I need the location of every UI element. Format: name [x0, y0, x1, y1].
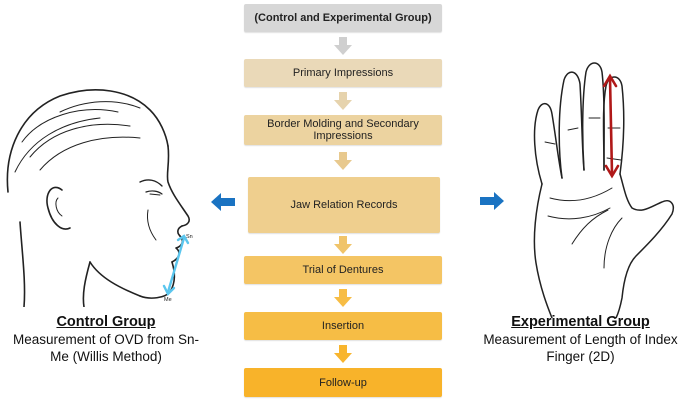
step-primary-impressions: Primary Impressions	[244, 59, 442, 87]
step-jaw-relation-records: Jaw Relation Records	[248, 177, 440, 233]
step-follow-up: Follow-up	[244, 368, 442, 397]
landmark-me: Me	[164, 297, 172, 303]
experimental-group-caption: Experimental Group Measurement of Length…	[476, 314, 685, 365]
step-insertion: Insertion	[244, 312, 442, 340]
step-control-experimental-group: (Control and Experimental Group)	[244, 4, 442, 32]
down-arrow-icon	[334, 37, 352, 55]
experimental-group-heading: Experimental Group	[511, 314, 650, 330]
arrow-left-icon	[211, 193, 235, 211]
step-trial-of-dentures: Trial of Dentures	[244, 256, 442, 284]
down-arrow-icon	[334, 152, 352, 170]
step-label: Trial of Dentures	[302, 264, 384, 276]
down-arrow-icon	[334, 345, 352, 363]
step-label: Insertion	[321, 320, 365, 332]
experimental-group-line1: Measurement of Length of Index	[483, 332, 678, 347]
step-border-molding: Border Molding and Secondary Impressions	[244, 115, 442, 145]
experimental-group-line2: Finger (2D)	[546, 349, 615, 364]
landmark-sn: Sn	[186, 234, 193, 240]
step-label: Follow-up	[319, 376, 367, 389]
face-profile-illustration: Sn Me	[6, 89, 193, 307]
down-arrow-icon	[334, 92, 352, 110]
control-group-heading: Control Group	[56, 314, 156, 330]
step-label: Jaw Relation Records	[290, 199, 398, 211]
down-arrow-icon	[334, 236, 352, 254]
control-group-line1: Measurement of OVD from Sn-	[12, 332, 200, 347]
arrow-right-icon	[480, 192, 504, 210]
control-group-line2: Me (Willis Method)	[50, 349, 162, 364]
down-arrow-icon	[334, 289, 352, 307]
step-label: Border Molding and Secondary Impressions	[267, 118, 419, 142]
step-label: (Control and Experimental Group)	[254, 12, 432, 24]
step-label: Primary Impressions	[292, 67, 394, 79]
hand-illustration	[533, 62, 674, 318]
control-group-caption: Control Group Measurement of OVD from Sn…	[0, 314, 212, 365]
